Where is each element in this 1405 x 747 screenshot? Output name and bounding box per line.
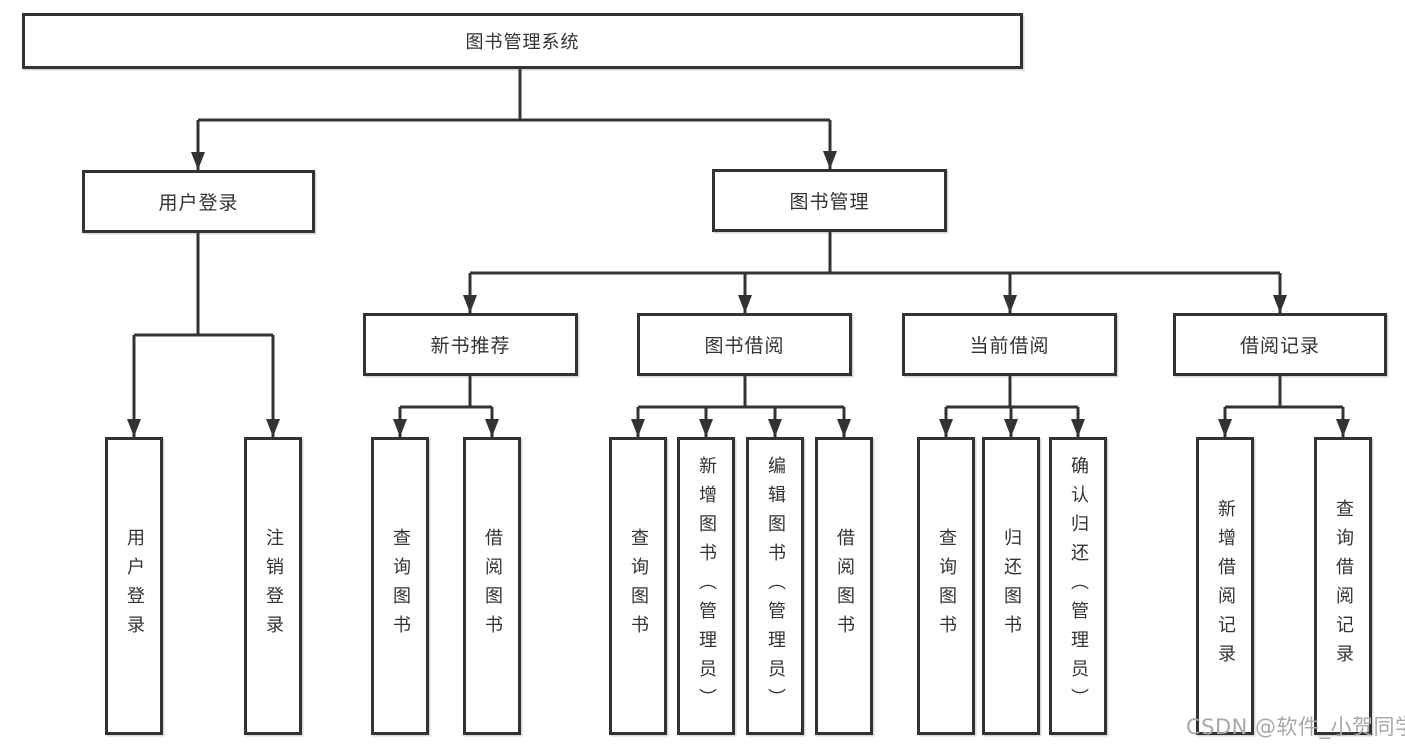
- node-label: 新书推荐: [430, 335, 511, 357]
- leaf-bb-add-book-admin: 新增图书（管理员）: [677, 437, 735, 735]
- node-label: 图书借阅: [704, 335, 785, 357]
- node-label: 确认归还（管理员）: [1068, 455, 1089, 717]
- node-label: 新增借阅记录: [1215, 499, 1236, 673]
- node-library-management-system: 图书管理系统: [22, 13, 1023, 69]
- node-label: 图书管理系统: [465, 32, 580, 53]
- leaf-cb-query-book: 查询图书: [917, 437, 975, 735]
- node-label: 借阅图书: [834, 528, 855, 644]
- node-label: 注销登录: [263, 528, 284, 644]
- node-current-borrow: 当前借阅: [902, 313, 1117, 376]
- leaf-br-query-record: 查询借阅记录: [1314, 437, 1372, 735]
- leaf-nb-query-book: 查询图书: [371, 437, 429, 735]
- leaf-br-add-record: 新增借阅记录: [1196, 437, 1254, 735]
- node-label: 借阅记录: [1239, 335, 1320, 357]
- node-book-management: 图书管理: [712, 169, 947, 232]
- node-label: 用户登录: [124, 528, 145, 644]
- node-user-login: 用户登录: [82, 170, 315, 233]
- leaf-bb-query-book: 查询图书: [609, 437, 667, 735]
- node-label: 查询图书: [390, 528, 411, 644]
- node-label: 编辑图书（管理员）: [765, 455, 786, 717]
- node-label: 查询图书: [628, 528, 649, 644]
- node-label: 图书管理: [789, 191, 870, 213]
- node-label: 查询图书: [936, 528, 957, 644]
- leaf-bb-edit-book-admin: 编辑图书（管理员）: [746, 437, 804, 735]
- node-label: 当前借阅: [969, 335, 1050, 357]
- node-label: 新增图书（管理员）: [696, 455, 717, 717]
- node-label: 归还图书: [1001, 528, 1022, 644]
- node-borrow-records: 借阅记录: [1173, 313, 1387, 376]
- node-new-book-recommend: 新书推荐: [363, 313, 578, 376]
- leaf-bb-borrow-book: 借阅图书: [815, 437, 873, 735]
- node-label: 查询借阅记录: [1333, 499, 1354, 673]
- csdn-watermark: CSDN @软件_小贺同学: [1186, 715, 1405, 739]
- leaf-logout-login: 注销登录: [244, 437, 302, 735]
- node-label: 用户登录: [158, 192, 239, 214]
- leaf-user-login: 用户登录: [105, 437, 163, 735]
- leaf-nb-borrow-book: 借阅图书: [463, 437, 521, 735]
- leaf-cb-confirm-return-admin: 确认归还（管理员）: [1049, 437, 1107, 735]
- node-label: 借阅图书: [482, 528, 503, 644]
- leaf-cb-return-book: 归还图书: [982, 437, 1040, 735]
- node-book-borrow: 图书借阅: [637, 313, 852, 376]
